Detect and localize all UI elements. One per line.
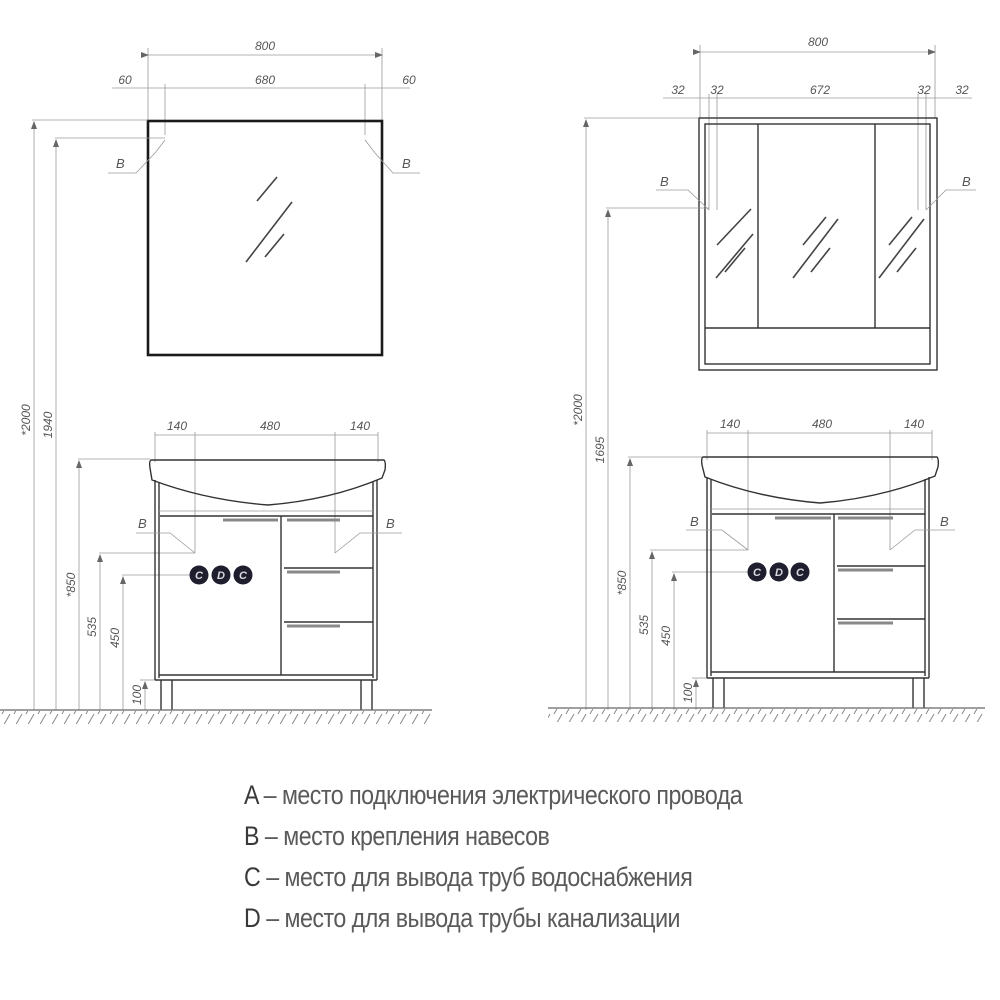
- legend-item-b: B – место крепления навесов: [244, 821, 550, 851]
- dim-vanity-margin-right: 140: [350, 419, 370, 433]
- pipe-drain-icon: D: [775, 567, 783, 579]
- right-vanity: [700, 456, 940, 708]
- hinge-label: B: [962, 174, 971, 189]
- dim-vanity-margin-left: 140: [720, 417, 740, 431]
- left-mirror-hinge-markers: B B: [108, 139, 420, 174]
- left-mirror-dimensions: 800 60 680 60: [112, 39, 416, 135]
- dim-h-100: 100: [130, 685, 144, 705]
- dim-h-535: 535: [85, 617, 99, 637]
- glass-reflection-icon: [245, 176, 293, 263]
- right-pipe-outlets: C D C: [747, 562, 810, 582]
- dim-h-450: 450: [659, 626, 673, 646]
- dim-vanity-margin-right: 140: [904, 417, 924, 431]
- dim-cabinet-b: 32: [710, 83, 724, 97]
- dim-mirror-inner: 680: [255, 73, 275, 87]
- left-floor: [0, 709, 432, 724]
- legend: A – место подключения электрического про…: [244, 775, 823, 939]
- dim-cabinet-c: 32: [917, 83, 931, 97]
- hinge-label: B: [386, 516, 395, 531]
- dim-h-2000: *2000: [19, 404, 33, 436]
- dim-h-535: 535: [637, 615, 651, 635]
- right-mirror-cabinet: [698, 117, 938, 371]
- glass-reflection-icon: [792, 216, 839, 279]
- hinge-label: B: [660, 174, 669, 189]
- hinge-label: B: [940, 514, 949, 529]
- dim-vanity-inner: 480: [260, 419, 280, 433]
- left-vanity: [148, 459, 387, 710]
- glass-reflection-icon: [715, 208, 754, 279]
- dim-h-1695: 1695: [593, 436, 607, 463]
- left-vanity-hinge-markers: B B: [136, 516, 402, 554]
- hinge-label: B: [116, 156, 125, 171]
- right-floor: [548, 707, 985, 722]
- hinge-label: B: [690, 514, 699, 529]
- left-height-dimensions: *2000 1940 LOCK *850 535 450 100: [19, 119, 195, 710]
- left-vanity-dimensions: 140 480 140: [154, 419, 379, 553]
- dim-h-100: 100: [681, 683, 695, 703]
- dim-cabinet-inner: 672: [810, 83, 830, 97]
- legend-item-a: A – место подключения электрического про…: [244, 780, 743, 810]
- pipe-water-icon: C: [195, 570, 204, 582]
- dim-h-450: 450: [108, 628, 122, 648]
- dim-cabinet-d: 32: [955, 83, 969, 97]
- pipe-water-icon: C: [239, 570, 248, 582]
- left-mirror: [146, 119, 384, 357]
- dim-h-850: *850: [615, 570, 629, 595]
- pipe-water-icon: C: [753, 567, 762, 579]
- right-height-dimensions: *2000 1695 *850 535 450 100: [571, 117, 748, 710]
- right-cabinet-hinge-markers: B B: [656, 174, 976, 211]
- left-set: 800 60 680 60 B B: [0, 39, 432, 724]
- dim-vanity-inner: 480: [812, 417, 832, 431]
- dim-vanity-margin-left: 140: [167, 419, 187, 433]
- hinge-label: B: [138, 516, 147, 531]
- dim-mirror-margin-left: 60: [118, 73, 132, 87]
- dim-h-2000: *2000: [571, 394, 585, 426]
- hinge-label: B: [402, 156, 411, 171]
- dim-mirror-margin-right: 60: [402, 73, 416, 87]
- dim-cabinet-a: 32: [671, 83, 685, 97]
- dim-h-1940: 1940: [41, 411, 55, 438]
- right-set: 800 32 32 672 32 32: [548, 35, 985, 722]
- glass-reflection-icon: [878, 216, 925, 279]
- pipe-water-icon: C: [796, 567, 805, 579]
- left-pipe-outlets: C D C: [189, 565, 253, 585]
- dim-mirror-width: 800: [255, 39, 275, 53]
- right-vanity-dimensions: 140 480 140: [706, 417, 933, 550]
- dim-h-850: *850: [64, 572, 78, 597]
- legend-item-d: D – место для вывода трубы канализации: [244, 903, 681, 933]
- right-cabinet-dimensions: 800 32 32 672 32 32: [663, 35, 972, 210]
- pipe-drain-icon: D: [217, 570, 225, 582]
- right-vanity-hinge-markers: B B: [686, 514, 955, 551]
- legend-item-c: C – место для вывода труб водоснабжения: [244, 862, 693, 892]
- dim-cabinet-width: 800: [808, 35, 828, 49]
